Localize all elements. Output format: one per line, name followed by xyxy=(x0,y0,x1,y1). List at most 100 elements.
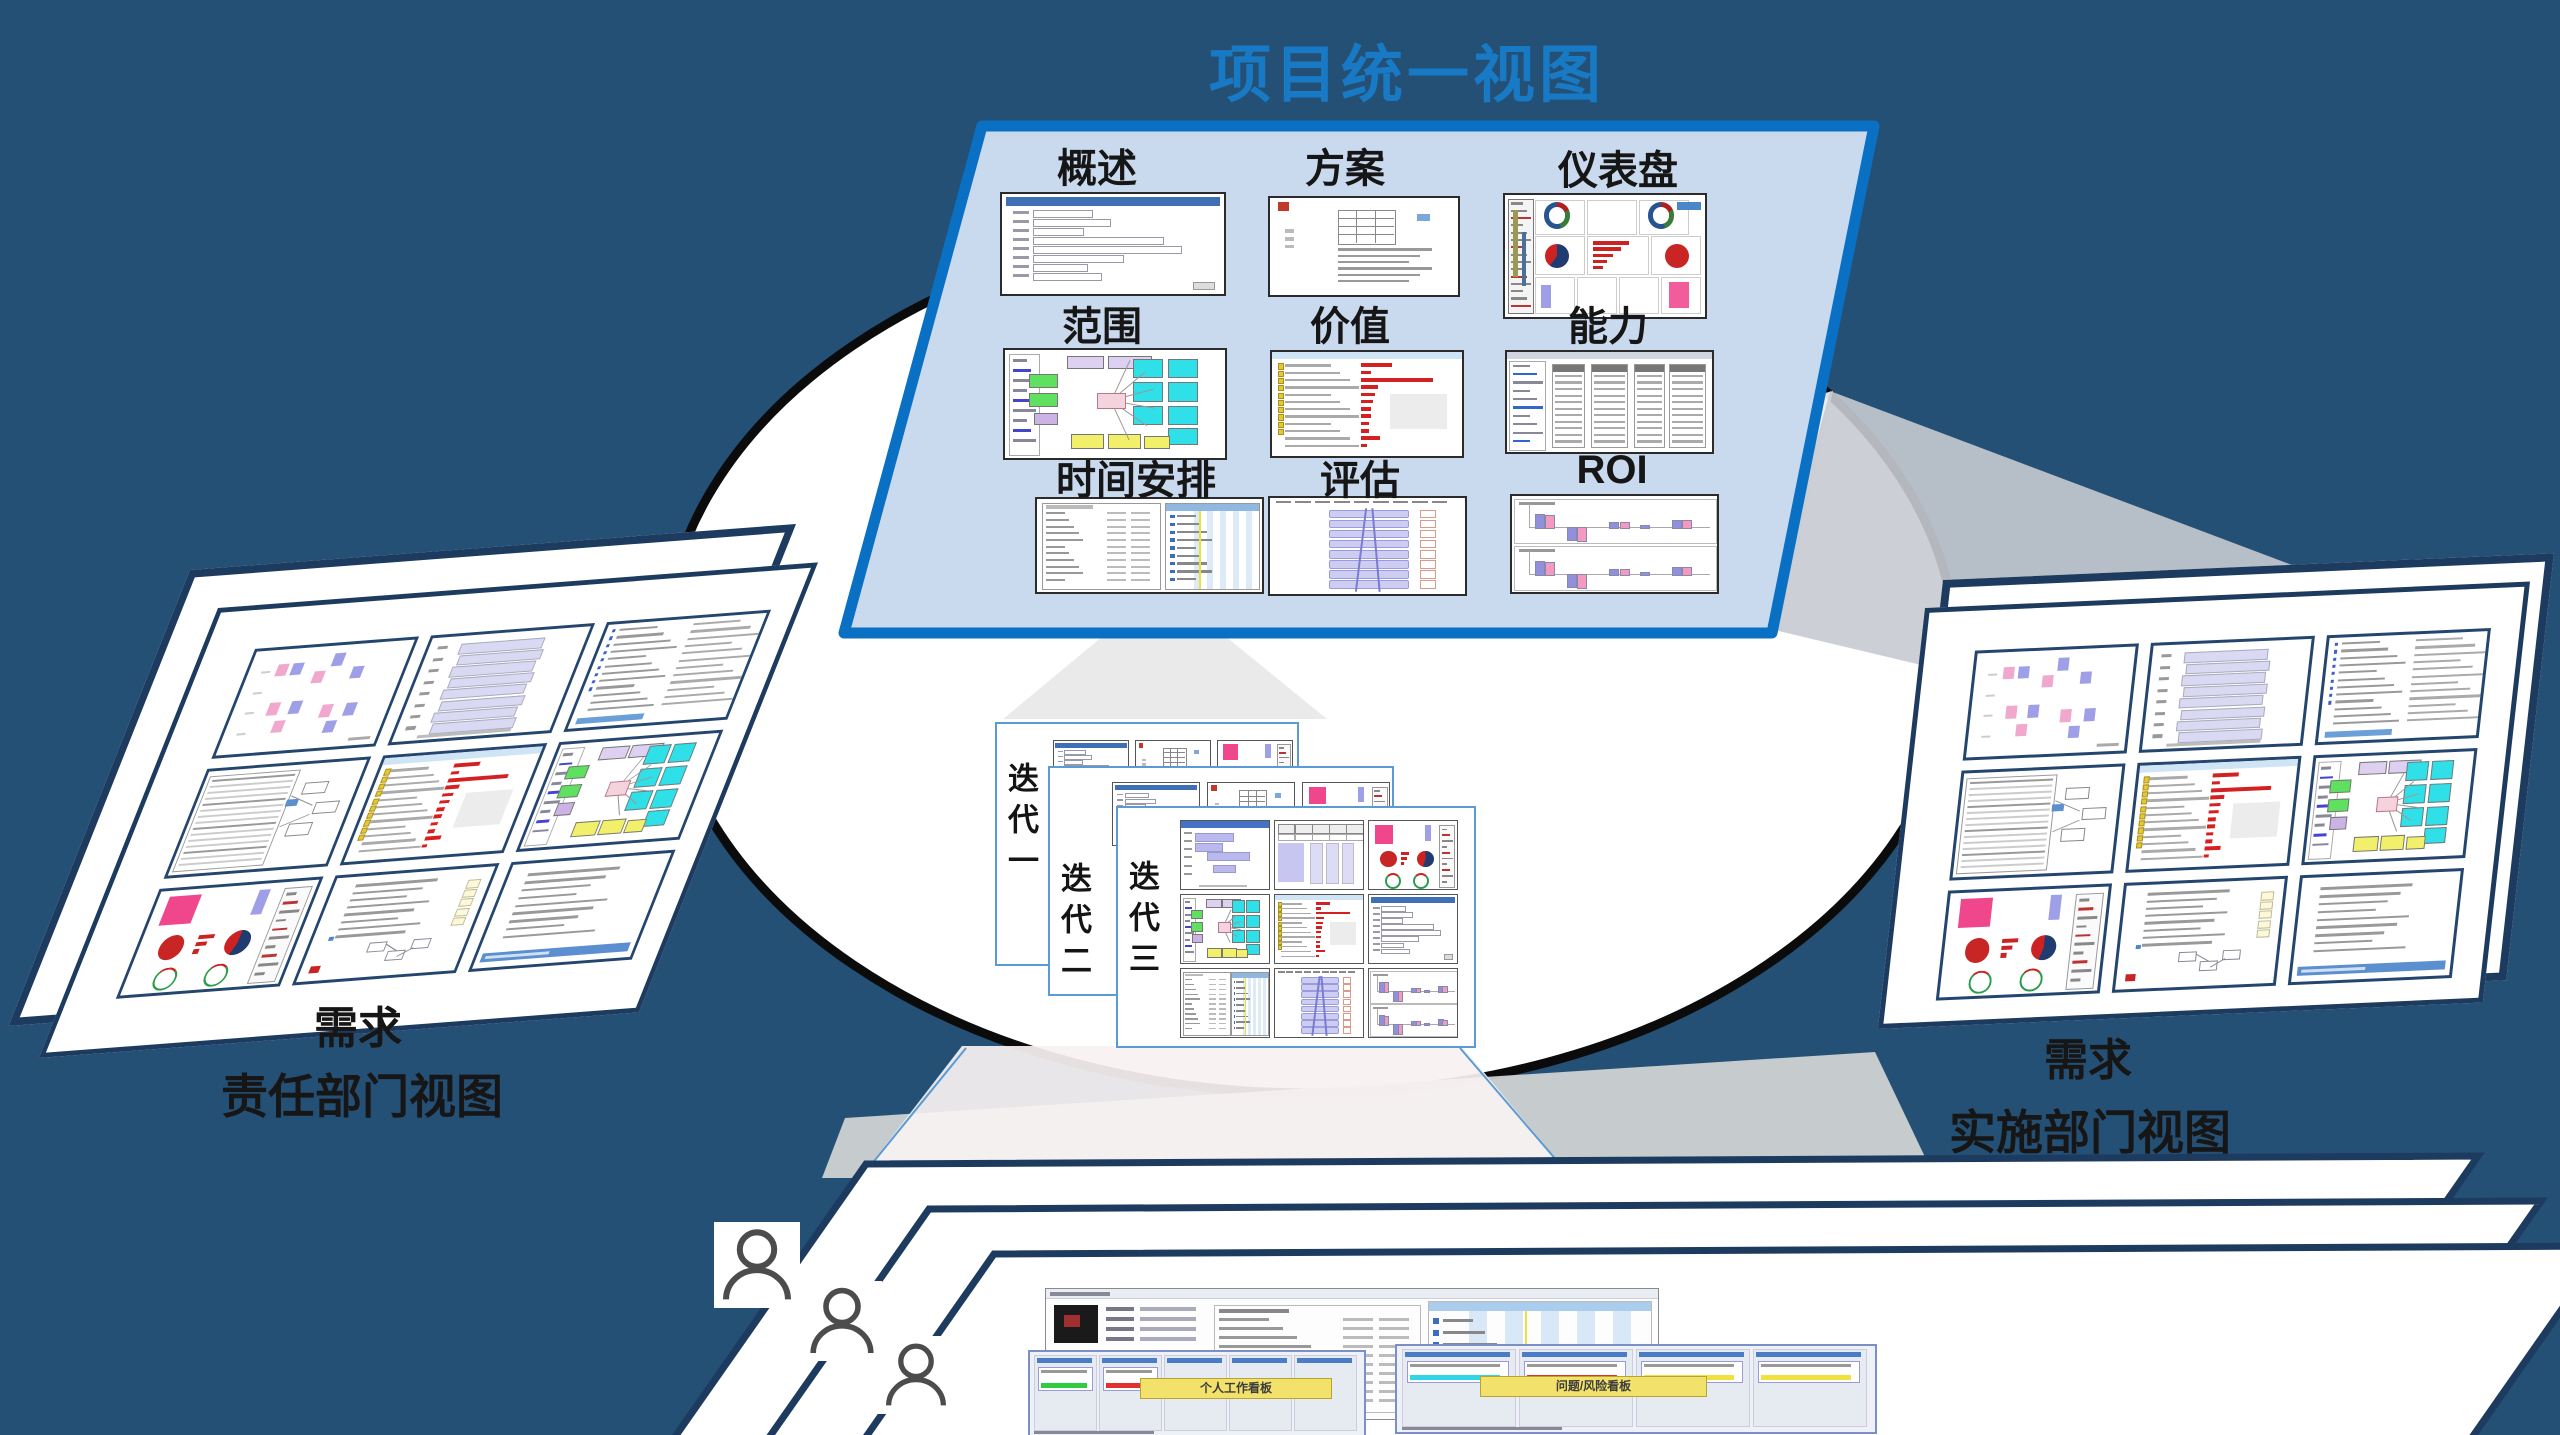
shape xyxy=(1672,394,1703,397)
iteration-card-3: 迭代三 xyxy=(1116,806,1476,1048)
shape xyxy=(1328,539,1409,549)
shape xyxy=(1554,414,1582,417)
shape xyxy=(1281,926,1307,929)
shape xyxy=(1236,986,1246,989)
shape xyxy=(2144,819,2199,824)
thumb-red-doc xyxy=(1274,894,1364,964)
shape xyxy=(1140,1307,1196,1311)
shape xyxy=(1106,579,1126,582)
shape xyxy=(1342,1027,1351,1034)
shape xyxy=(2376,795,2399,813)
shape xyxy=(2143,927,2201,932)
shape xyxy=(1373,937,1380,940)
shape xyxy=(1167,427,1199,445)
shape xyxy=(1511,275,1527,278)
shape xyxy=(194,941,208,947)
shape xyxy=(1337,261,1410,264)
shape xyxy=(1285,379,1350,382)
shape xyxy=(1441,828,1448,831)
shape xyxy=(1279,756,1289,759)
shape xyxy=(2358,761,2387,775)
shape xyxy=(1184,951,1194,954)
shape xyxy=(1167,1358,1222,1363)
shape xyxy=(1441,875,1454,877)
shape xyxy=(681,647,743,655)
shape xyxy=(1275,500,1292,504)
shape xyxy=(2208,809,2219,814)
shape xyxy=(1033,246,1182,254)
shape xyxy=(1966,808,2050,815)
shape xyxy=(1185,998,1200,1000)
shape xyxy=(1218,978,1226,981)
shape xyxy=(2211,780,2221,785)
shape xyxy=(1208,988,1217,991)
shape xyxy=(250,889,272,916)
shape xyxy=(361,838,416,845)
shape xyxy=(1337,234,1395,236)
shape xyxy=(1281,917,1316,919)
shape xyxy=(1281,903,1303,905)
shape xyxy=(1106,532,1126,535)
shape xyxy=(2328,816,2348,830)
shape xyxy=(1346,824,1363,834)
shape xyxy=(2317,908,2377,914)
shape xyxy=(375,802,423,809)
shape xyxy=(552,802,576,816)
shape xyxy=(1184,919,1191,922)
shape xyxy=(612,639,671,646)
shape xyxy=(1012,389,1027,393)
shape xyxy=(1277,824,1296,834)
shape xyxy=(1277,902,1282,908)
shape xyxy=(1279,761,1285,764)
shape xyxy=(1439,825,1456,889)
shape xyxy=(1594,433,1625,436)
shape xyxy=(1397,990,1404,1003)
shape xyxy=(1512,398,1537,401)
shape xyxy=(1337,279,1410,283)
shape xyxy=(1208,1027,1217,1030)
shape xyxy=(2015,723,2028,737)
shape xyxy=(2157,688,2168,693)
shape xyxy=(253,971,266,976)
left-panel-thumb-3 xyxy=(563,609,772,733)
shape xyxy=(2064,786,2091,801)
shape xyxy=(1535,513,1546,529)
shape xyxy=(1106,558,1126,562)
beam-top xyxy=(1003,636,1327,719)
shape xyxy=(1594,394,1625,397)
shape xyxy=(1169,546,1175,550)
shape xyxy=(1342,991,1351,999)
shape xyxy=(666,685,716,692)
shape xyxy=(1218,993,1226,996)
shape xyxy=(2209,802,2221,807)
shape xyxy=(1529,504,1531,527)
right-panel-thumb-4 xyxy=(1949,763,2126,881)
shape xyxy=(1106,565,1126,568)
shape xyxy=(672,669,734,677)
shape xyxy=(603,651,608,655)
shape xyxy=(2408,702,2456,708)
shape xyxy=(1636,387,1663,391)
shape xyxy=(1281,912,1312,915)
shape xyxy=(2405,836,2426,850)
shape xyxy=(270,719,287,734)
shape xyxy=(2318,900,2389,906)
shape xyxy=(330,652,347,667)
shape xyxy=(675,663,724,670)
shape xyxy=(197,933,216,940)
shape xyxy=(595,684,635,690)
kanban-column xyxy=(1034,1355,1097,1431)
shape xyxy=(1379,1399,1409,1402)
shape xyxy=(1429,1302,1651,1311)
shape xyxy=(1668,364,1706,448)
shape xyxy=(1383,982,1390,993)
shape xyxy=(1102,1358,1157,1363)
shape xyxy=(658,765,689,786)
shape xyxy=(1246,915,1260,929)
shape xyxy=(1592,365,1627,372)
shape xyxy=(2159,677,2169,681)
shape xyxy=(1361,407,1371,411)
shape xyxy=(1594,401,1625,404)
person-card-1 xyxy=(714,1222,800,1308)
iteration-label-1: 迭代一 xyxy=(1003,762,1038,885)
